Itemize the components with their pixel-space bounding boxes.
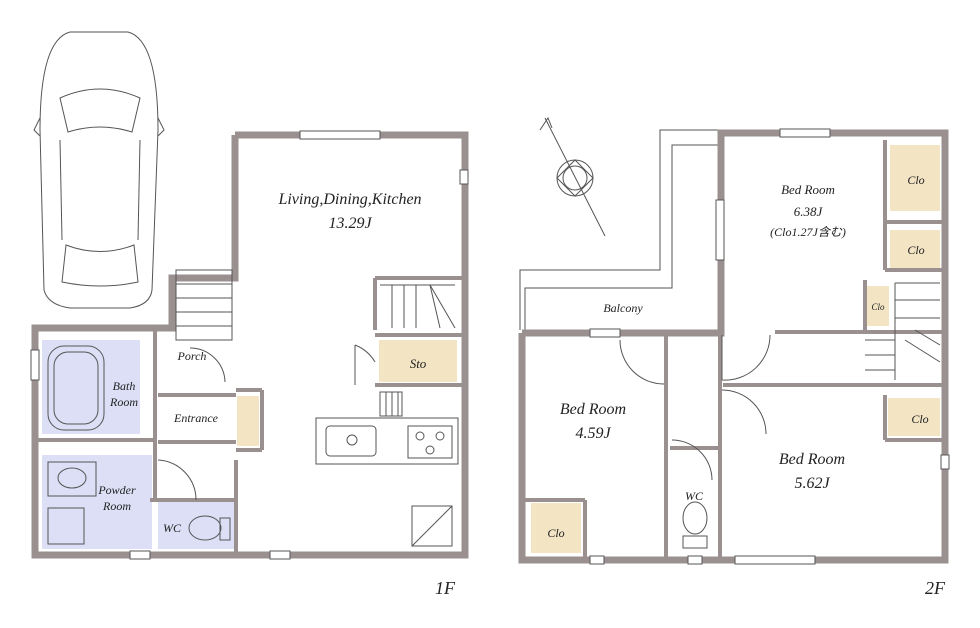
car-icon [33, 31, 165, 309]
porch-label: Porch [177, 349, 207, 363]
floor2-label: 2F [925, 578, 946, 598]
bath-label-2: Room [109, 395, 138, 409]
floor2-walls [518, 128, 950, 565]
clo-e-label: Clo [547, 526, 564, 540]
clo-c-label: Clo [871, 302, 885, 312]
bed3-name: Bed Room [779, 451, 845, 468]
bed1-note: (Clo1.27J含む) [770, 225, 846, 239]
powder-label-1: Powder [97, 483, 136, 497]
balcony-label: Balcony [603, 301, 643, 315]
powder-label-2: Room [102, 499, 131, 513]
entrance-label: Entrance [173, 411, 219, 425]
bed2-name: Bed Room [560, 401, 626, 418]
wc2-label: WC [685, 489, 704, 503]
compass-icon [539, 116, 606, 237]
clo-d-label: Clo [911, 412, 928, 426]
ldk-name: Living,Dining,Kitchen [277, 191, 421, 208]
floor1-label: 1F [435, 578, 456, 598]
ldk-size: 13.29J [328, 215, 372, 232]
bed3-size: 5.62J [794, 475, 830, 492]
bed2-size: 4.59J [575, 425, 611, 442]
sto-label: Sto [410, 356, 427, 371]
wc1-label: WC [163, 521, 182, 535]
bed1-size: 6.38J [794, 204, 824, 219]
clo-b-label: Clo [907, 243, 924, 257]
floor1-walls [30, 130, 469, 560]
clo-a-label: Clo [907, 173, 924, 187]
bath-label-1: Bath [113, 379, 136, 393]
bed1-name: Bed Room [781, 182, 835, 197]
